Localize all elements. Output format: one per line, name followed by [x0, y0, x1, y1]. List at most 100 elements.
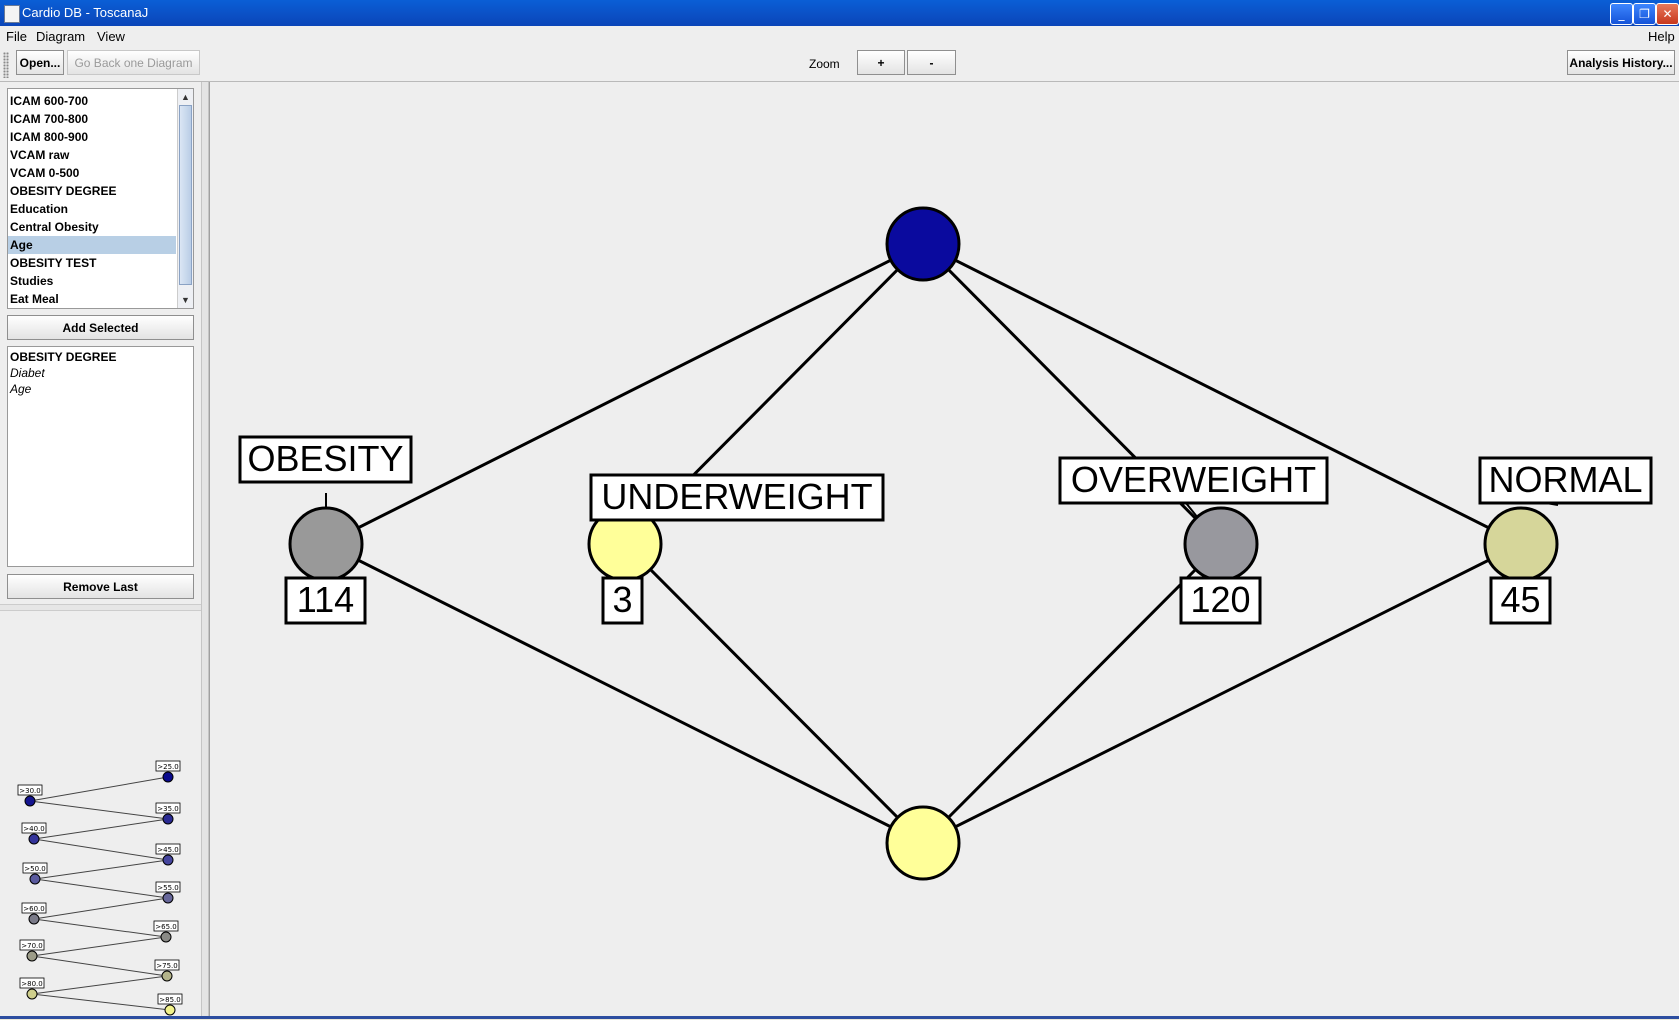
- label-connector: [1185, 502, 1199, 519]
- preview-label: >30.0: [19, 787, 40, 795]
- remove-last-button[interactable]: Remove Last: [7, 574, 194, 599]
- preview-node: [26, 988, 38, 1000]
- preview-node: [28, 833, 40, 845]
- preview-label-box: [21, 902, 47, 914]
- window-bottom-border: [0, 1016, 1679, 1019]
- preview-edge: [33, 818, 169, 840]
- selected-diagram-item[interactable]: OBESITY DEGREE: [10, 350, 117, 364]
- zoom-in-button[interactable]: +: [857, 50, 905, 75]
- preview-node: [29, 873, 41, 885]
- preview-label-box: [19, 977, 45, 989]
- attribute-label-box[interactable]: [589, 473, 885, 522]
- java-app-icon: [4, 5, 20, 23]
- lattice-diagram[interactable]: OBESITY114UNDERWEIGHT3OVERWEIGHT120NORMA…: [210, 82, 1678, 1016]
- preview-edge: [31, 936, 167, 957]
- preview-node: [26, 950, 38, 962]
- menu-help[interactable]: Help: [1648, 29, 1675, 44]
- menu-diagram[interactable]: Diagram: [36, 29, 86, 44]
- preview-label: >70.0: [21, 942, 42, 950]
- attribute-label-box[interactable]: [1058, 456, 1329, 505]
- window-title: Cardio DB - ToscanaJ: [22, 5, 149, 20]
- scroll-thumb[interactable]: [179, 105, 192, 285]
- preview-edge: [34, 859, 169, 880]
- diagram-list-item[interactable]: Eat Meal: [10, 292, 59, 306]
- diagram-preview: >25.0>30.0>35.0>40.0>45.0>50.0>55.0>60.0…: [17, 760, 183, 1016]
- menu-file[interactable]: File: [6, 29, 27, 44]
- go-back-button[interactable]: Go Back one Diagram: [67, 50, 200, 75]
- toolbar: Open... Go Back one Diagram Zoom + - Ana…: [0, 48, 1679, 82]
- attribute-label: OBESITY: [247, 438, 403, 479]
- diagram-list-item[interactable]: Age: [8, 236, 176, 254]
- diagram-list-item[interactable]: OBESITY TEST: [10, 256, 97, 270]
- selected-diagram-item[interactable]: Diabet: [10, 366, 45, 380]
- object-count: 120: [1190, 579, 1250, 620]
- zoom-label: Zoom: [809, 57, 840, 71]
- bottom-concept-node[interactable]: [885, 805, 961, 881]
- diagram-list-item[interactable]: Central Obesity: [10, 220, 99, 234]
- preview-edge: [29, 776, 169, 802]
- diagram-list-item[interactable]: VCAM raw: [10, 148, 70, 162]
- preview-node: [162, 771, 174, 783]
- maximize-button[interactable]: ❐: [1633, 3, 1656, 25]
- preview-label-box: [155, 760, 181, 772]
- preview-label-box: [154, 959, 180, 971]
- preview-label: >55.0: [157, 884, 178, 892]
- preview-edge: [31, 993, 171, 1011]
- object-count: 114: [297, 579, 354, 620]
- diagram-list-item[interactable]: OBESITY DEGREE: [10, 184, 117, 198]
- concept-node[interactable]: [288, 506, 364, 582]
- menu-view[interactable]: View: [97, 29, 125, 44]
- menu-bar: File Diagram View Help: [0, 26, 1679, 48]
- preview-node: [160, 931, 172, 943]
- preview-label: >50.0: [24, 865, 45, 873]
- lattice-edge: [922, 242, 1522, 546]
- object-count-box[interactable]: [1489, 576, 1552, 625]
- diagram-list-item[interactable]: Studies: [10, 274, 54, 288]
- split-divider[interactable]: [201, 82, 209, 1019]
- preview-node: [28, 913, 40, 925]
- concept-node[interactable]: [1183, 506, 1259, 582]
- preview-node: [162, 892, 174, 904]
- preview-node: [24, 795, 36, 807]
- toolbar-grip[interactable]: [3, 52, 9, 78]
- preview-label-box: [157, 993, 183, 1005]
- diagram-list-item[interactable]: ICAM 700-800: [10, 112, 89, 126]
- add-selected-button[interactable]: Add Selected: [7, 315, 194, 340]
- preview-edge: [33, 838, 169, 861]
- diagram-list-item[interactable]: ICAM 600-700: [10, 94, 89, 108]
- analysis-history-button[interactable]: Analysis History...: [1567, 50, 1675, 75]
- selected-diagram-item[interactable]: Age: [10, 382, 32, 396]
- zoom-out-button[interactable]: -: [907, 50, 956, 75]
- diagram-list-scrollbar[interactable]: ▲ ▼: [177, 89, 193, 308]
- diagram-list-item[interactable]: VCAM 0-500: [10, 166, 80, 180]
- object-count-box[interactable]: [284, 576, 367, 625]
- diagram-list-item[interactable]: ICAM 800-900: [10, 130, 89, 144]
- object-count-box[interactable]: [601, 576, 644, 625]
- top-concept-node[interactable]: [885, 206, 961, 282]
- scroll-down-arrow-icon[interactable]: ▼: [181, 295, 190, 305]
- attribute-label-box[interactable]: [1478, 456, 1653, 505]
- attribute-label-box[interactable]: [238, 435, 413, 484]
- split-handle[interactable]: [0, 604, 201, 611]
- scroll-up-arrow-icon[interactable]: ▲: [181, 92, 190, 102]
- preview-edge: [33, 918, 167, 938]
- preview-label: >25.0: [157, 763, 178, 771]
- preview-label-box: [153, 920, 179, 932]
- minimize-button[interactable]: _: [1610, 3, 1633, 25]
- open-button[interactable]: Open...: [16, 50, 64, 75]
- preview-label: >35.0: [157, 805, 178, 813]
- preview-node: [162, 813, 174, 825]
- concept-node[interactable]: [1483, 506, 1559, 582]
- preview-label-box: [19, 939, 45, 951]
- diagram-list-item[interactable]: Education: [10, 202, 69, 216]
- preview-label: >60.0: [23, 905, 44, 913]
- lattice-edge: [921, 542, 1223, 845]
- lattice-edge: [922, 542, 1522, 845]
- close-button[interactable]: ✕: [1656, 3, 1679, 25]
- object-count-box[interactable]: [1179, 576, 1262, 625]
- preview-edge: [33, 897, 169, 920]
